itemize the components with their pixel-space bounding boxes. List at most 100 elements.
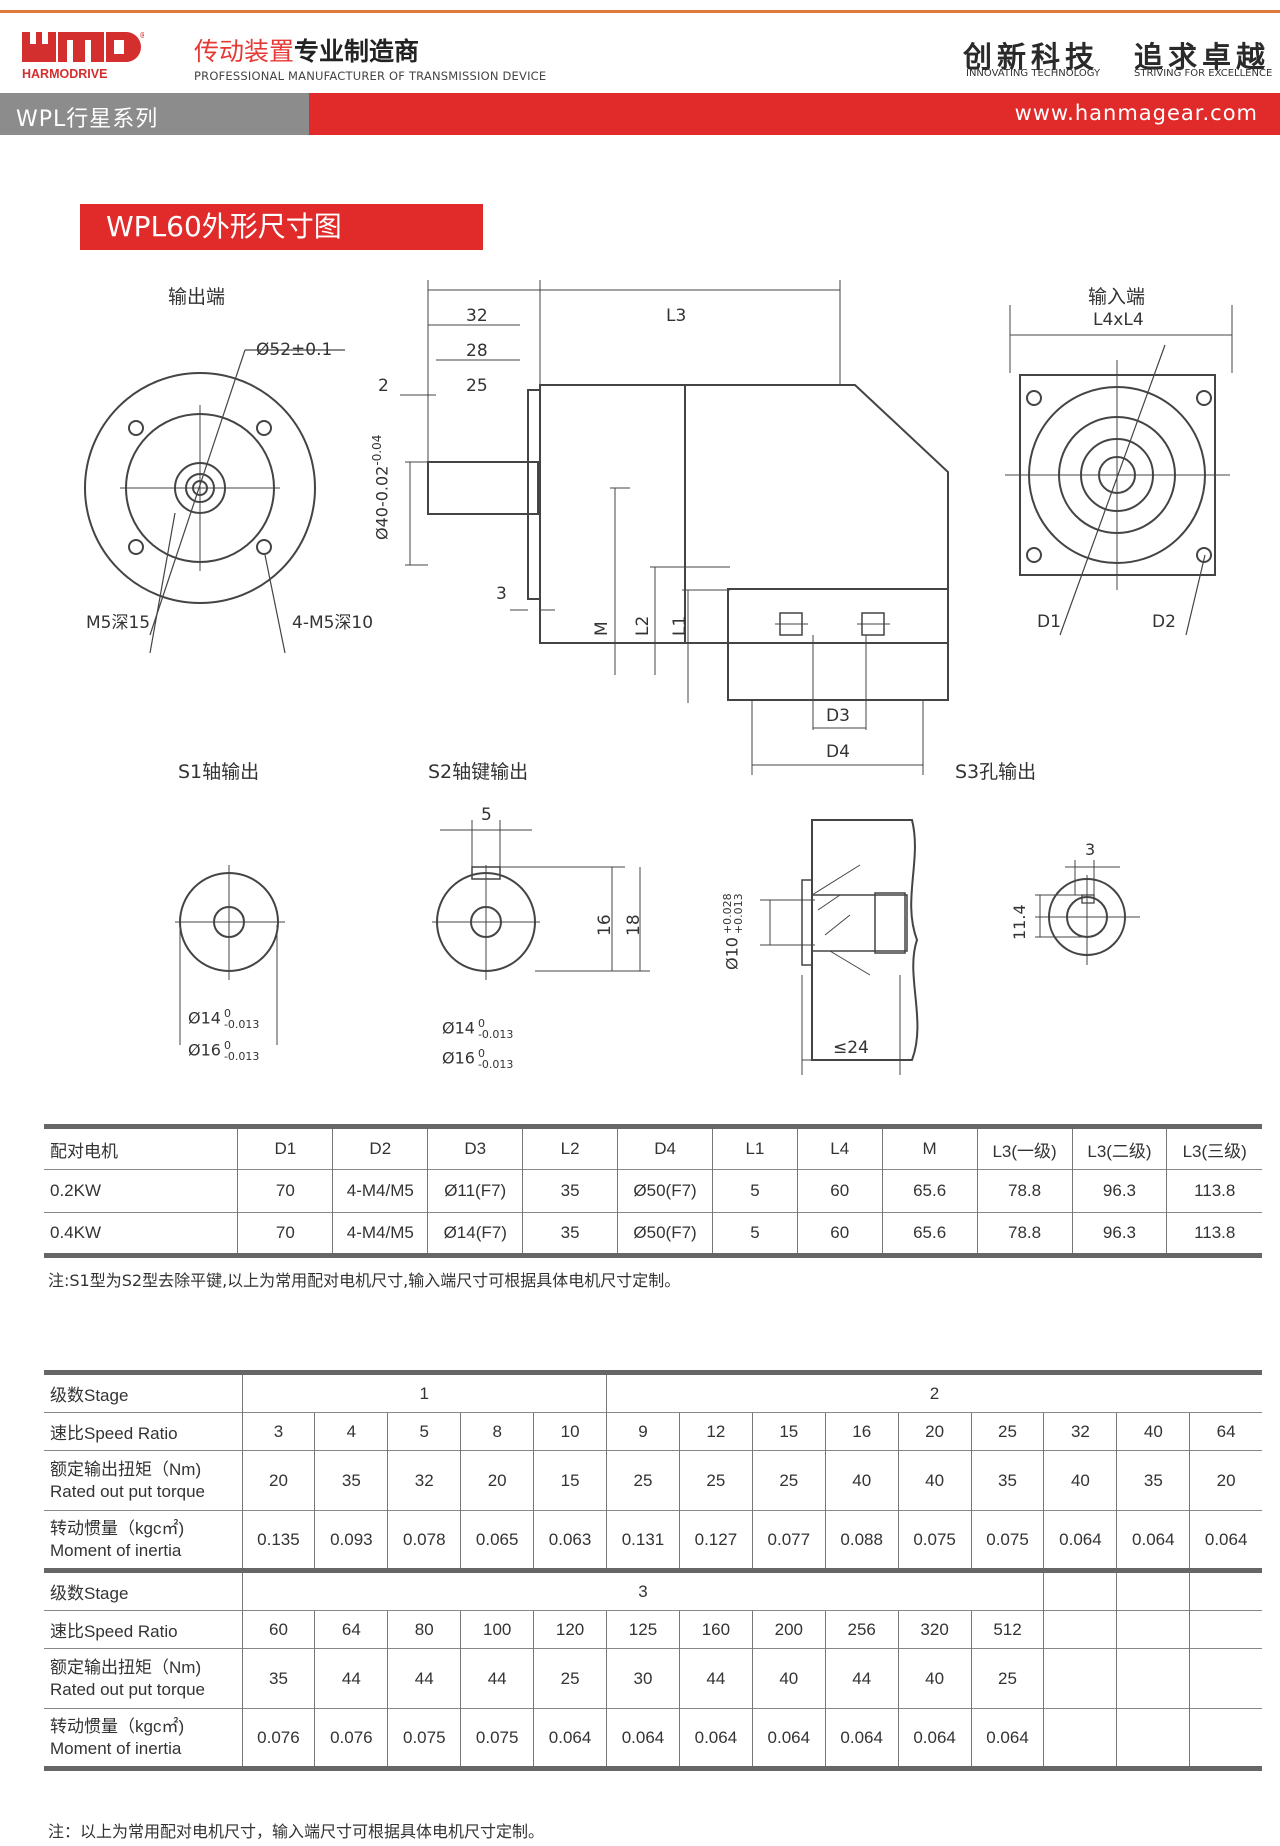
ratio-cell bbox=[1043, 1610, 1117, 1649]
dim-2: 2 bbox=[378, 376, 389, 396]
torque-cell: 40 bbox=[824, 1450, 899, 1511]
torque-cell: 40 bbox=[1043, 1450, 1117, 1511]
website-link[interactable]: www.hanmagear.com bbox=[1014, 101, 1258, 125]
motor-table-cell: 60 bbox=[796, 1169, 883, 1213]
motor-table-cell: 5 bbox=[712, 1212, 798, 1256]
ratio-cell: 25 bbox=[970, 1412, 1044, 1451]
inertia-cell: 0.078 bbox=[387, 1510, 461, 1571]
ratio-cell: 256 bbox=[824, 1610, 899, 1649]
motor-table-cell: 0.4KW bbox=[44, 1212, 238, 1256]
dim-d40: Ø40-0.02-0.04 bbox=[370, 434, 392, 540]
input-end-view bbox=[1005, 305, 1233, 636]
ratio-cell: 10 bbox=[533, 1412, 607, 1451]
s1-label: S1轴输出 bbox=[178, 761, 260, 783]
motor-table-cell: 35 bbox=[522, 1169, 618, 1213]
motor-table-cell: 5 bbox=[712, 1169, 798, 1213]
ratio-cell: 125 bbox=[606, 1610, 680, 1649]
motor-table-cell: 65.6 bbox=[881, 1169, 978, 1213]
stage-1-value: 1 bbox=[241, 1372, 607, 1413]
torque-cell: 32 bbox=[387, 1450, 461, 1511]
stage-label: 级数Stage bbox=[44, 1568, 242, 1611]
dim-5: 5 bbox=[481, 805, 492, 825]
torque-cell: 30 bbox=[606, 1648, 680, 1709]
motor-table-cell: 96.3 bbox=[1071, 1169, 1167, 1213]
inertia-cell: 0.075 bbox=[460, 1708, 534, 1769]
motor-table-header: M bbox=[881, 1126, 978, 1170]
ratio-cell: 5 bbox=[387, 1412, 461, 1451]
inertia-cell: 0.064 bbox=[1043, 1510, 1117, 1571]
torque-label: 额定输出扭矩（Nm)Rated out put torque bbox=[44, 1648, 242, 1709]
inertia-cell: 0.064 bbox=[606, 1708, 680, 1769]
ratio-cell: 120 bbox=[533, 1610, 607, 1649]
output-end-label: 输出端 bbox=[168, 286, 226, 308]
slogan-innovating-en: INNOVATING TECHNOLOGY bbox=[966, 68, 1101, 79]
torque-cell: 40 bbox=[897, 1450, 972, 1511]
ratio-cell bbox=[1189, 1610, 1262, 1649]
motor-table-header: 配对电机 bbox=[50, 1141, 118, 1161]
torque-cell: 35 bbox=[314, 1450, 388, 1511]
s3-d10: Ø10+0.028+0.013 bbox=[721, 893, 745, 970]
dim-le24: ≤24 bbox=[833, 1038, 869, 1058]
top-divider bbox=[0, 10, 1280, 13]
torque-cell: 35 bbox=[241, 1648, 315, 1709]
svg-text:HARMODRIVE: HARMODRIVE bbox=[22, 67, 107, 81]
ratio-cell: 512 bbox=[970, 1610, 1044, 1649]
dim-l4xl4: L4xL4 bbox=[1093, 310, 1144, 330]
inertia-cell: 0.076 bbox=[241, 1708, 315, 1769]
note-s1-s2: 注:S1型为S2型去除平键,以上为常用配对电机尺寸,输入端尺寸可根据具体电机尺寸… bbox=[48, 1271, 681, 1290]
inertia-cell: 0.127 bbox=[678, 1510, 753, 1571]
output-end-view bbox=[84, 349, 345, 654]
torque-cell: 40 bbox=[897, 1648, 972, 1709]
tagline-en: PROFESSIONAL MANUFACTURER OF TRANSMISSIO… bbox=[194, 69, 547, 83]
ratio-cell: 100 bbox=[460, 1610, 534, 1649]
torque-cell: 44 bbox=[387, 1648, 461, 1709]
inertia-cell: 0.075 bbox=[387, 1708, 461, 1769]
inertia-cell: 0.075 bbox=[897, 1510, 972, 1571]
torque-cell: 44 bbox=[460, 1648, 534, 1709]
dim-32: 32 bbox=[466, 306, 488, 326]
torque-cell: 25 bbox=[751, 1450, 826, 1511]
torque-cell: 35 bbox=[1116, 1450, 1190, 1511]
dimension-drawing bbox=[84, 280, 1233, 1075]
inertia-cell: 0.064 bbox=[1189, 1510, 1262, 1571]
ratio-cell: 80 bbox=[387, 1610, 461, 1649]
motor-table-header: L3(三级) bbox=[1166, 1126, 1262, 1170]
ratio-cell: 12 bbox=[678, 1412, 753, 1451]
motor-table-cell: 35 bbox=[522, 1212, 618, 1256]
torque-cell: 44 bbox=[678, 1648, 753, 1709]
torque-cell bbox=[1043, 1648, 1117, 1709]
inertia-cell: 0.064 bbox=[970, 1708, 1044, 1769]
s3-view bbox=[760, 819, 1140, 1075]
tagline-bold: 专业制造商 bbox=[294, 37, 420, 66]
dim-3-keyway: 3 bbox=[1085, 840, 1096, 859]
series-bar bbox=[0, 93, 309, 135]
torque-label: 额定输出扭矩（Nm)Rated out put torque bbox=[44, 1450, 242, 1511]
inertia-cell bbox=[1043, 1708, 1117, 1769]
motor-table-header: D3 bbox=[427, 1126, 523, 1170]
torque-cell bbox=[1189, 1648, 1262, 1709]
torque-cell: 25 bbox=[970, 1648, 1044, 1709]
stage-3-value: 3 bbox=[241, 1568, 1044, 1611]
dim-l2: L2 bbox=[633, 615, 653, 636]
motor-table-cell: 113.8 bbox=[1166, 1212, 1262, 1256]
ratio-label: 速比Speed Ratio bbox=[44, 1412, 242, 1451]
motor-table-header: L2 bbox=[522, 1126, 618, 1170]
inertia-cell: 0.064 bbox=[751, 1708, 826, 1769]
dim-d52: Ø52±0.1 bbox=[256, 340, 333, 360]
inertia-cell: 0.077 bbox=[751, 1510, 826, 1571]
slogan-striving: 追求卓越 bbox=[1134, 40, 1271, 74]
torque-cell: 35 bbox=[970, 1450, 1044, 1511]
inertia-label: 转动惯量（kgc㎡)Moment of inertia bbox=[44, 1510, 242, 1571]
ratio-cell: 60 bbox=[241, 1610, 315, 1649]
tagline-red: 传动装置 bbox=[194, 37, 295, 66]
s3-label: S3孔输出 bbox=[955, 761, 1037, 783]
torque-cell: 25 bbox=[533, 1648, 607, 1709]
motor-table-header: L3(二级) bbox=[1071, 1126, 1167, 1170]
motor-table-header: D2 bbox=[332, 1126, 428, 1170]
inertia-cell: 0.064 bbox=[533, 1708, 607, 1769]
dim-3: 3 bbox=[496, 584, 507, 604]
